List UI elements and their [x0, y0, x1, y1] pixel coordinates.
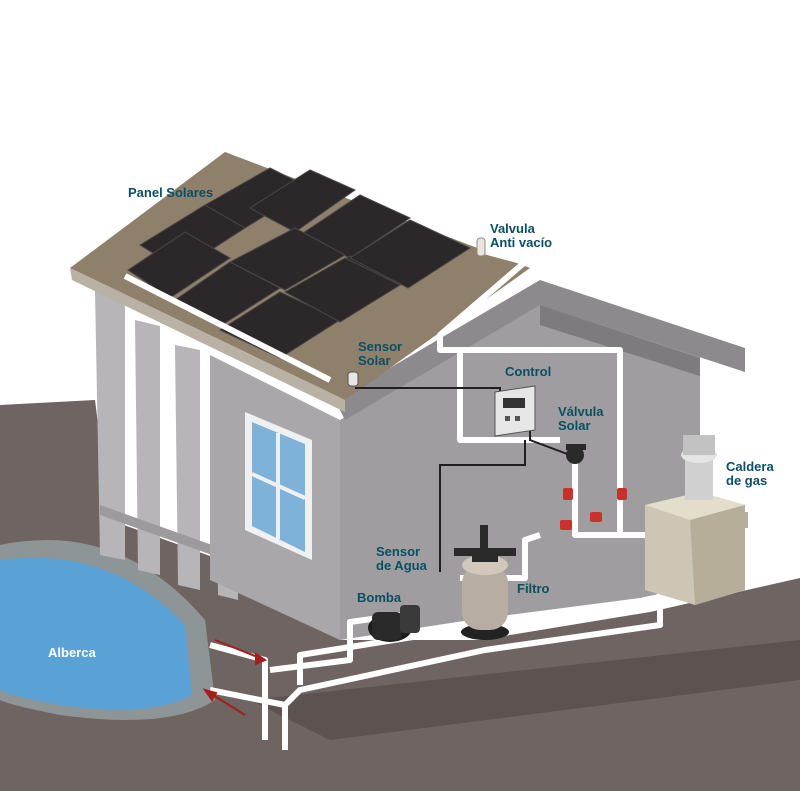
label-control: Control — [505, 364, 552, 379]
gable-roof-edge — [335, 280, 745, 420]
label-valvula-anti-vacio: Valvula Anti vacío — [490, 221, 553, 250]
pump-icon — [368, 605, 420, 642]
window-icon — [245, 412, 312, 560]
heater-icon — [645, 435, 748, 605]
pool — [0, 540, 215, 720]
three-way-valve-icon — [566, 444, 586, 464]
solar-panel-icon — [127, 167, 472, 359]
label-panel-solares: Panel Solares — [128, 185, 214, 200]
sand-filter-icon — [454, 525, 516, 640]
vacuum-valve-icon — [476, 237, 486, 257]
label-sensor-de-agua: Sensor de Agua — [376, 544, 427, 573]
flow-arrow-icon — [202, 639, 268, 716]
controller-icon — [494, 385, 536, 437]
label-alberca: Alberca — [48, 645, 96, 660]
ground-shadow — [250, 640, 800, 740]
house-front-wall — [340, 300, 700, 640]
label-bomba: Bomba — [357, 590, 402, 605]
sensor-icon — [347, 371, 359, 387]
label-filtro: Filtro — [517, 581, 550, 596]
pipe-network — [123, 247, 663, 750]
label-caldera-de-gas: Caldera de gas — [726, 459, 774, 488]
label-valvula-solar: Válvula Solar — [558, 404, 604, 433]
red-valves — [560, 488, 627, 530]
label-sensor-solar: Sensor Solar — [358, 339, 403, 368]
